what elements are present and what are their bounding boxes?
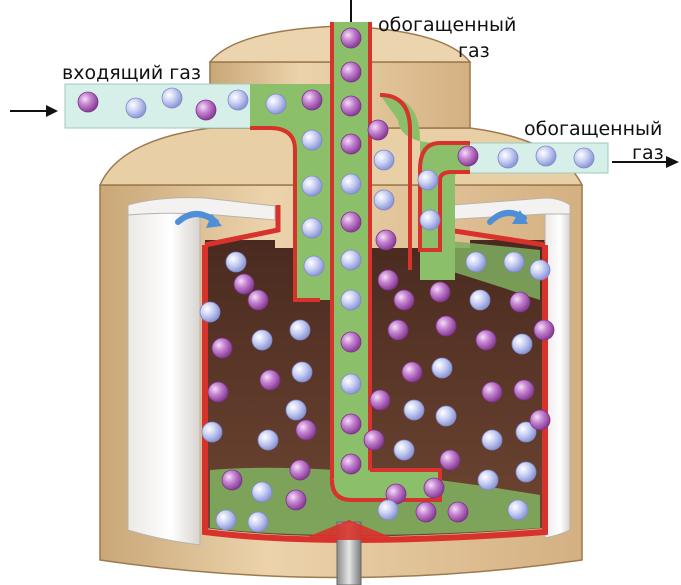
heavy-molecule [302,90,322,110]
light-molecule [466,252,486,272]
heavy-molecule [341,28,361,48]
heavy-molecule [341,62,361,82]
heavy-molecule [440,450,460,470]
inlet-arrow [10,105,58,117]
light-molecule [126,98,146,118]
light-molecule [252,330,272,350]
heavy-molecule [416,502,436,522]
inlet-gas-label: входящий газ [62,62,201,84]
light-molecule [248,512,268,532]
heavy-molecule [208,382,228,402]
light-molecule [292,362,312,382]
light-molecule [200,302,220,322]
light-molecule [162,88,182,108]
light-molecule [436,406,456,426]
heavy-molecule [290,460,310,480]
heavy-molecule [424,478,444,498]
heavy-molecule [376,230,396,250]
light-molecule [302,130,322,150]
light-molecule [290,320,310,340]
heavy-molecule [394,290,414,310]
light-molecule [341,174,361,194]
light-molecule [470,290,490,310]
light-molecule [302,176,322,196]
side-outlet-label-line2: газ [632,142,664,164]
heavy-molecule [296,420,316,440]
light-molecule [482,430,502,450]
heavy-molecule [448,502,468,522]
heavy-molecule [510,292,530,312]
light-molecule [341,250,361,270]
light-molecule [216,510,236,530]
light-molecule [228,90,248,110]
heavy-molecule [341,134,361,154]
heavy-molecule [341,414,361,434]
light-molecule [341,290,361,310]
light-molecule [341,374,361,394]
light-molecule [478,470,498,490]
heavy-molecule [476,330,496,350]
heavy-molecule [370,390,390,410]
light-molecule [266,94,286,114]
heavy-molecule [402,362,422,382]
light-molecule [378,500,398,520]
heavy-molecule [388,320,408,340]
heavy-molecule [482,382,502,402]
light-molecule [574,148,594,168]
heavy-molecule [514,380,534,400]
light-molecule [394,440,414,460]
light-molecule [286,400,306,420]
heavy-molecule [368,120,388,140]
light-molecule [374,150,394,170]
light-molecule [226,252,246,272]
heavy-molecule [341,332,361,352]
heavy-molecule [341,212,361,232]
light-molecule [304,256,324,276]
heavy-molecule [430,282,450,302]
light-molecule [302,218,322,238]
heavy-molecule [212,338,232,358]
light-molecule [374,190,394,210]
side-outlet-label-line1: обогащенный [524,118,662,140]
heavy-molecule [364,430,384,450]
light-molecule [516,462,536,482]
heavy-molecule [260,370,280,390]
heavy-molecule [378,270,398,290]
heavy-molecule [436,316,456,336]
light-molecule [418,170,438,190]
heavy-molecule [78,92,98,112]
light-molecule [252,482,272,502]
top-outlet-label-line2: газ [458,40,490,62]
heavy-molecule [458,146,478,166]
light-molecule [258,430,278,450]
heavy-molecule [222,470,242,490]
light-molecule [530,260,550,280]
heavy-molecule [341,96,361,116]
light-molecule [432,358,452,378]
light-molecule [498,148,518,168]
heavy-molecule [234,274,254,294]
light-molecule [512,334,532,354]
heavy-molecule [248,290,268,310]
heavy-molecule [530,410,550,430]
light-molecule [536,146,556,166]
heavy-molecule [196,100,216,120]
top-outlet-label-line1: обогащенный [378,14,516,36]
light-molecule [508,500,528,520]
light-molecule [504,252,524,272]
heavy-molecule [341,454,361,474]
heavy-molecule [534,320,554,340]
light-molecule [420,210,440,230]
light-molecule [202,422,222,442]
light-molecule [404,400,424,420]
heavy-molecule [286,490,306,510]
